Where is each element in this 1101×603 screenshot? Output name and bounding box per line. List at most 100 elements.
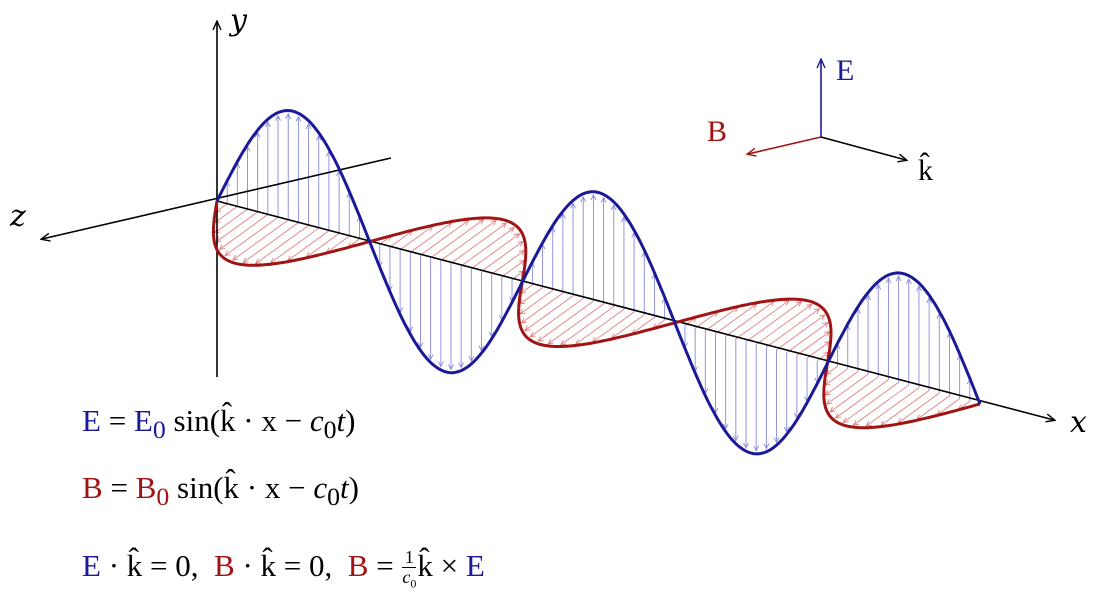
- b-field-arrow: [825, 371, 859, 396]
- eq1-amplitude: E0: [133, 403, 166, 443]
- eq3-e: E: [82, 548, 101, 584]
- b-field-arrow: [715, 304, 756, 334]
- b-field-arrow: [327, 235, 350, 252]
- b-field-arrow: [898, 392, 940, 423]
- b-field-arrow: [632, 317, 655, 333]
- eq3-den-sub: 0: [410, 576, 417, 591]
- b-field-arrow: [776, 315, 825, 351]
- z-axis: [42, 157, 392, 239]
- eq2-argument: sin(k̂ · x −: [169, 470, 314, 505]
- b-field-arrow: [826, 365, 838, 374]
- eq2-amplitude: B0: [135, 470, 170, 510]
- b-field-arrow: [796, 332, 830, 356]
- b-field-arrow: [271, 227, 319, 263]
- eq3-dot2: · k̂ = 0,: [234, 548, 348, 584]
- b-field-arrow: [215, 206, 238, 222]
- eq3-b: B: [214, 548, 235, 584]
- triad-k-arrow: [820, 136, 906, 160]
- b-field-arrow: [481, 241, 523, 272]
- eq3-b2: B: [347, 548, 369, 584]
- eq2-c-sub: 0: [327, 482, 341, 512]
- b-field-arrow: [225, 216, 279, 255]
- eq1-t: t: [336, 403, 346, 438]
- b-field-arrow: [450, 223, 506, 264]
- b-field-arrow: [215, 208, 248, 233]
- b-field-arrow: [881, 390, 930, 425]
- eq1-close: ): [345, 403, 356, 438]
- b-field-arrow: [243, 222, 299, 263]
- x-axis-label: x: [1070, 405, 1087, 440]
- b-field-arrow: [694, 312, 718, 329]
- b-field-arrow: [420, 220, 468, 256]
- b-field-arrow: [538, 300, 594, 341]
- b-field-vectors: [215, 203, 971, 426]
- b-field-arrow: [233, 219, 289, 260]
- b-field-arrow: [830, 376, 879, 412]
- eq1-amp-symbol: E: [133, 403, 153, 438]
- b-field-arrow: [522, 292, 564, 323]
- eq3-e2: E: [465, 548, 485, 584]
- b-field-arrow: [593, 311, 635, 342]
- b-field-arrow: [525, 295, 574, 331]
- b-field-arrow: [937, 398, 960, 415]
- triad-b-label: B: [707, 115, 727, 148]
- equation-e-field: E = E0 sin(k̂ · x − c0t): [82, 405, 355, 443]
- b-field-arrow: [866, 387, 920, 426]
- eq3-den-c: c: [402, 566, 411, 587]
- e-field-vectors: [227, 114, 970, 451]
- b-field-arrow: [735, 301, 789, 340]
- b-field-arrow: [471, 234, 519, 270]
- b-field-arrow: [561, 306, 615, 345]
- b-field-arrow: [216, 211, 258, 242]
- eq3-denominator: c0: [402, 566, 417, 591]
- b-field-arrow: [430, 219, 484, 259]
- eq1-lhs: E: [82, 403, 101, 438]
- b-field-arrow: [827, 373, 869, 404]
- b-field-arrow: [440, 220, 496, 261]
- eq3-equals: =: [368, 548, 402, 584]
- x-axis: [216, 200, 1054, 420]
- b-field-arrow: [530, 298, 584, 336]
- b-field-arrow: [766, 309, 819, 348]
- b-field-arrow: [745, 302, 801, 343]
- b-field-arrow: [853, 384, 910, 425]
- b-field-arrow: [917, 395, 950, 420]
- b-field-arrow: [612, 314, 645, 339]
- b-field-arrow: [520, 289, 553, 314]
- b-field-arrow: [220, 214, 269, 250]
- eq2-close: ): [348, 470, 359, 505]
- eq2-lhs: B: [82, 470, 103, 505]
- eq1-equals: =: [100, 403, 134, 438]
- b-field-arrow: [755, 304, 811, 345]
- b-field-arrow: [491, 250, 525, 275]
- eq2-amp-sub: 0: [156, 482, 170, 512]
- eq2-amp-symbol: B: [135, 470, 157, 505]
- eq1-c: c: [309, 403, 324, 438]
- triad-b-arrow: [748, 136, 822, 154]
- direction-triad: E B k̂: [707, 54, 933, 187]
- b-field-arrow: [256, 224, 309, 263]
- b-field-arrow: [306, 233, 340, 257]
- eq2-t: t: [340, 470, 349, 505]
- eq2-c: c: [313, 470, 328, 505]
- equation-b-field: B = B0 sin(k̂ · x − c0t): [82, 472, 359, 510]
- b-field-arrow: [520, 287, 543, 304]
- b-field-wave: [211, 200, 981, 430]
- eq3-cross: k̂ ×: [417, 548, 466, 584]
- eq1-amp-sub: 0: [152, 415, 166, 445]
- triad-e-label: E: [836, 54, 854, 87]
- b-field-arrow: [725, 301, 774, 337]
- b-field-arrow: [460, 228, 514, 267]
- eq1-argument: sin(k̂ · x −: [165, 403, 310, 438]
- b-field-arrow: [576, 308, 625, 344]
- b-field-arrow: [288, 230, 330, 261]
- z-axis-label: z: [9, 199, 26, 234]
- b-field-arrow: [835, 379, 889, 418]
- b-field-arrow: [705, 307, 738, 332]
- b-field-arrow: [548, 303, 604, 344]
- eq1-c-sub: 0: [323, 415, 337, 445]
- eq2-equals: =: [102, 470, 136, 505]
